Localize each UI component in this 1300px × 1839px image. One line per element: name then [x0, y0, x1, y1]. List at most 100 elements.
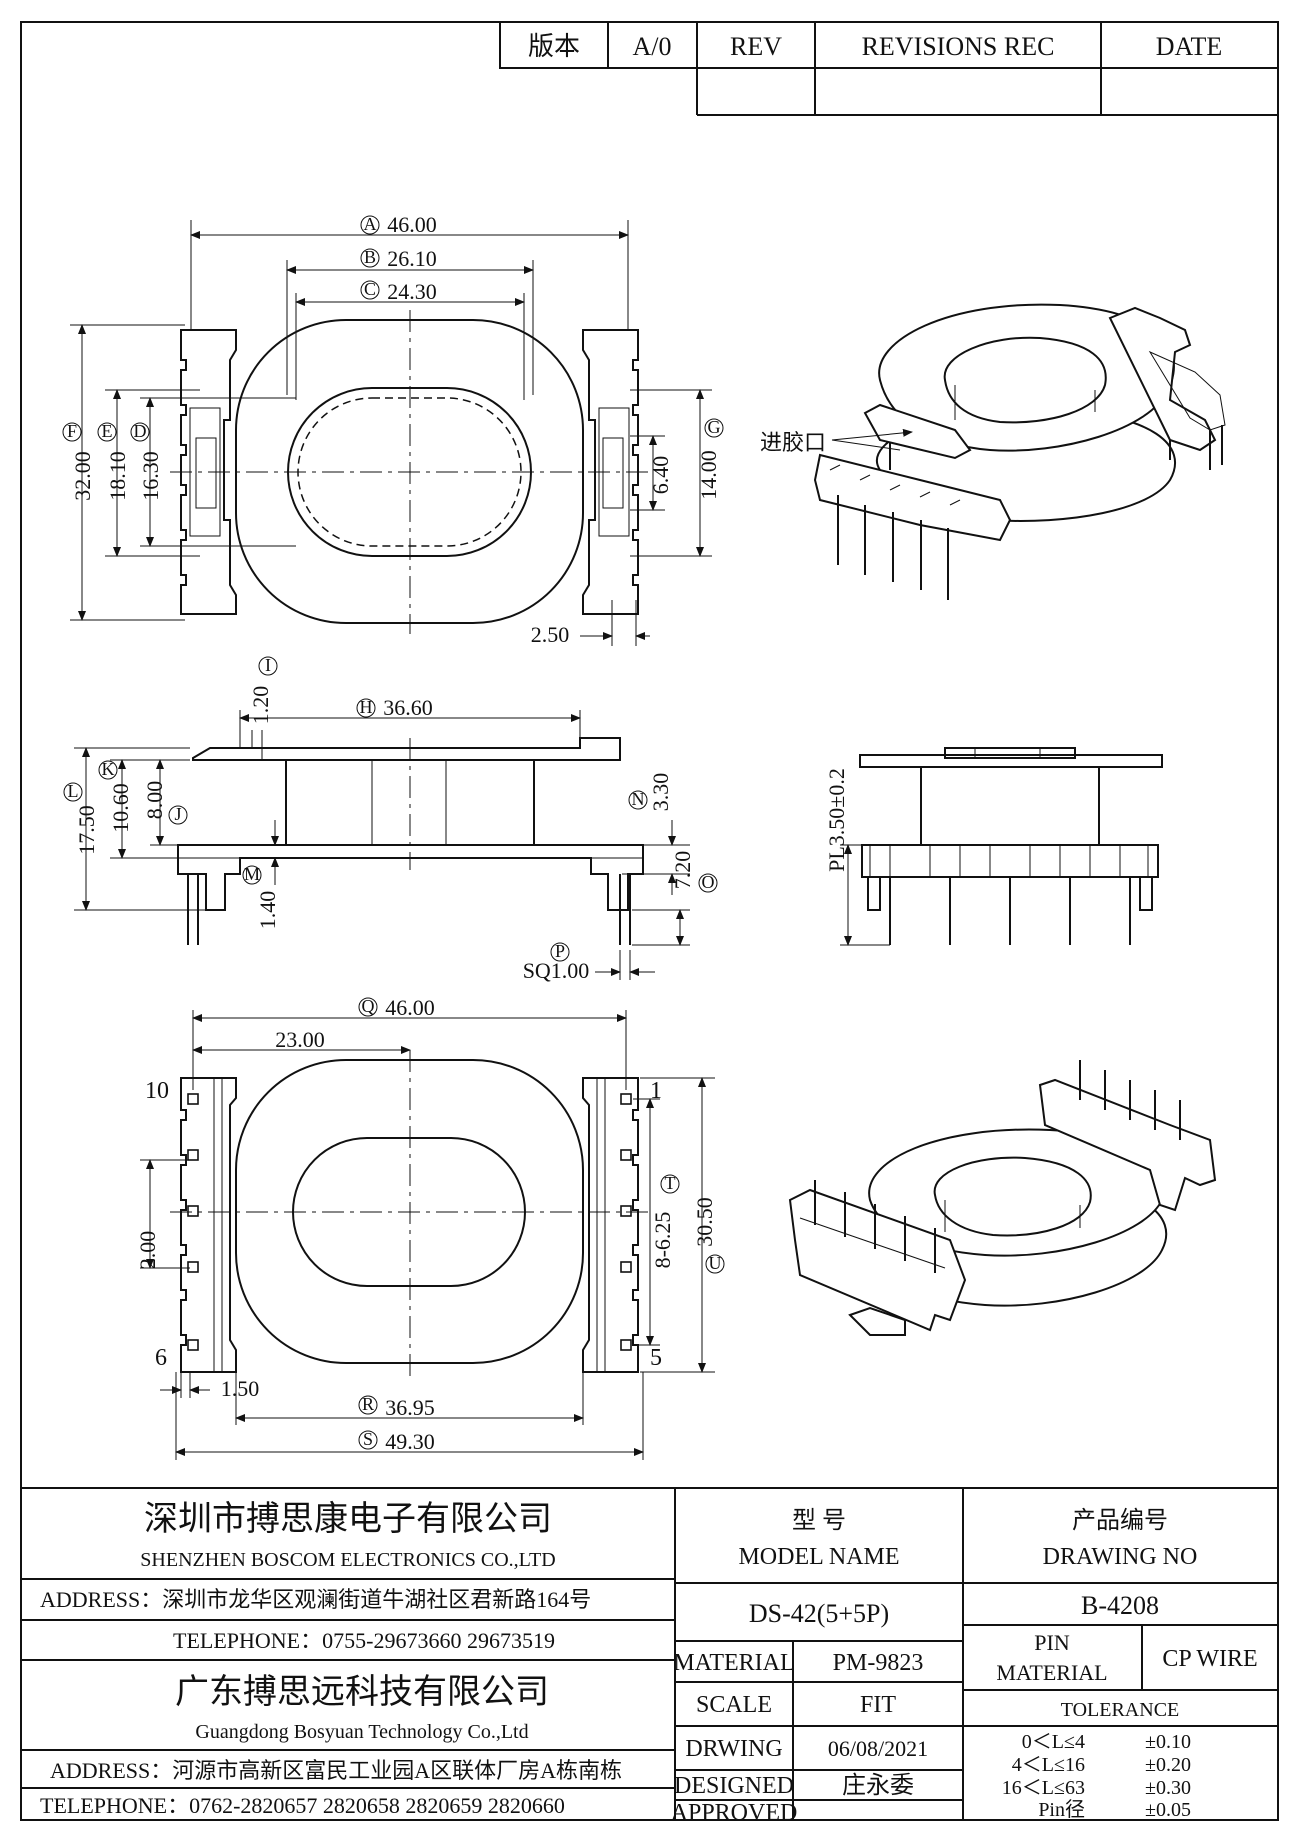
date-label: DATE: [1156, 32, 1222, 61]
pin-number-6: 6: [155, 1345, 167, 1371]
dim-2300-value: 23.00: [275, 1027, 325, 1052]
iso-view-bottom: [788, 1060, 1217, 1336]
dim-j-value: 8.00: [142, 781, 167, 820]
dim-250-value: 2.50: [531, 622, 570, 647]
dim-a-value: 46.00: [387, 212, 437, 237]
designed-value: 庄永委: [842, 1772, 914, 1799]
drawing-date: 06/08/2021: [828, 1736, 928, 1761]
dim-letter-t: T: [665, 1173, 676, 1193]
tolerance-value-1: ±0.10: [1145, 1731, 1191, 1753]
approved-label: APPROVED: [671, 1800, 798, 1826]
tolerance-value-4: ±0.05: [1145, 1799, 1191, 1821]
drawing-no-en: DRAWING NO: [1043, 1544, 1198, 1570]
dim-q-value: 46.00: [385, 995, 435, 1020]
company1-cn: 深圳市搏思康电子有限公司: [144, 1500, 552, 1538]
model-name-value: DS-42(5+5P): [749, 1599, 889, 1628]
dim-letter-a: A: [364, 214, 377, 234]
dim-b-value: 26.10: [387, 246, 437, 271]
drawing-by-label: DRWING: [685, 1736, 782, 1762]
pin-material-line2: MATERIAL: [996, 1660, 1107, 1685]
version-label: 版本: [528, 32, 580, 61]
tolerance-range-3: 16＜L≤63: [1002, 1777, 1085, 1799]
dim-letter-u: U: [709, 1253, 722, 1273]
designed-label: DESIGNED: [674, 1773, 794, 1799]
material-value: PM-9823: [833, 1650, 924, 1676]
dim-150-value: 1.50: [221, 1376, 260, 1401]
tolerance-range-2: 4＜L≤16: [1012, 1754, 1085, 1776]
dim-letter-h: H: [360, 697, 373, 717]
dim-letter-c: C: [364, 279, 376, 299]
dim-letter-l: L: [68, 781, 79, 801]
front-view: PL3.50±0.2: [824, 747, 1163, 946]
company2-en: Guangdong Bosyuan Technology Co.,Ltd: [195, 1721, 528, 1743]
company2-cn: 广东搏思远科技有限公司: [175, 1673, 549, 1711]
dim-f-value: 32.00: [70, 451, 95, 501]
dim-letter-p: P: [555, 941, 565, 961]
dim-letter-o: O: [702, 872, 715, 892]
dim-u-value: 30.50: [692, 1197, 717, 1247]
tolerance-value-2: ±0.20: [1145, 1754, 1191, 1776]
dim-letter-b: B: [364, 247, 376, 267]
pin-number-5: 5: [650, 1345, 662, 1371]
revisions-label: REVISIONS REC: [862, 32, 1055, 61]
dim-m-value: 1.40: [255, 891, 280, 930]
tolerance-range-1: 0＜L≤4: [1022, 1731, 1085, 1753]
drawing-no-value: B-4208: [1081, 1591, 1159, 1620]
dim-letter-n: N: [632, 789, 645, 809]
version-value: A/0: [633, 32, 672, 61]
revision-block: 版本 A/0 REV REVISIONS REC DATE: [499, 21, 1279, 116]
dim-g-value: 14.00: [696, 450, 721, 500]
dim-e-value: 18.10: [105, 451, 130, 501]
dim-640-value: 6.40: [648, 456, 673, 495]
side-view: H 36.60 1.20 I L 17.50 K 10.60 J 8.00 M …: [63, 655, 718, 983]
material-label: MATERIAL: [673, 1650, 794, 1676]
tolerance-value-3: ±0.30: [1145, 1777, 1191, 1799]
scale-label: SCALE: [696, 1692, 772, 1718]
pin-number-10: 10: [145, 1078, 169, 1104]
bottom-view: Q 46.00 23.00 2.00 T 8-6.25 U 30.50 1.50: [135, 995, 725, 1460]
pin-material-value: CP WIRE: [1162, 1646, 1257, 1672]
dim-l-value: 17.50: [74, 805, 99, 855]
dim-letter-q: Q: [362, 996, 375, 1016]
dim-k-value: 10.60: [108, 783, 133, 833]
dim-letter-i: I: [265, 655, 271, 675]
title-block: 深圳市搏思康电子有限公司 SHENZHEN BOSCOM ELECTRONICS…: [21, 1487, 1278, 1826]
dim-o-value: 7.20: [670, 851, 695, 890]
iso-view-top: 进胶口: [760, 303, 1226, 600]
dim-letter-m: M: [244, 864, 260, 884]
dim-letter-g: G: [708, 417, 721, 437]
dim-i-value: 1.20: [248, 686, 273, 725]
dim-c-value: 24.30: [387, 279, 437, 304]
tolerance-label: TOLERANCE: [1061, 1699, 1180, 1721]
company1-en: SHENZHEN BOSCOM ELECTRONICS CO.,LTD: [140, 1549, 555, 1571]
dim-200-value: 2.00: [135, 1231, 160, 1270]
tolerance-range-4: Pin径: [1038, 1798, 1085, 1821]
dim-letter-e: E: [102, 421, 113, 441]
model-name-cn: 型 号: [792, 1507, 846, 1534]
dim-r-value: 36.95: [385, 1395, 435, 1420]
telephone1: TELEPHONE：0755-29673660 29673519: [173, 1628, 555, 1653]
pin-number-1: 1: [650, 1078, 662, 1104]
dim-n-value: 3.30: [648, 773, 673, 812]
scale-value: FIT: [860, 1692, 896, 1718]
dim-letter-d: D: [134, 421, 147, 441]
dim-letter-k: K: [102, 759, 115, 779]
pin-material-line1: PIN: [1034, 1630, 1070, 1655]
address1: ADDRESS：深圳市龙华区观澜街道牛湖社区君新路164号: [40, 1587, 591, 1612]
dim-h-value: 36.60: [383, 695, 433, 720]
drawing-no-cn: 产品编号: [1072, 1507, 1168, 1534]
dim-p-value: SQ1.00: [523, 958, 590, 983]
dim-letter-j: J: [174, 804, 181, 824]
address2: ADDRESS：河源市高新区富民工业园A区联体厂房A栋南栋: [50, 1758, 622, 1783]
gate-label: 进胶口: [760, 430, 826, 455]
dim-d-value: 16.30: [138, 451, 163, 501]
top-view: A 46.00 B 26.10 C 24.30 F 32.00 E 18.10 …: [62, 212, 724, 647]
dim-s-value: 49.30: [385, 1429, 435, 1454]
model-name-en: MODEL NAME: [738, 1544, 899, 1570]
dim-letter-f: F: [67, 421, 77, 441]
pin-length-label: PL3.50±0.2: [824, 768, 849, 872]
dim-t-value: 8-6.25: [650, 1212, 675, 1269]
dim-letter-s: S: [363, 1429, 373, 1449]
rev-label: REV: [730, 32, 782, 61]
